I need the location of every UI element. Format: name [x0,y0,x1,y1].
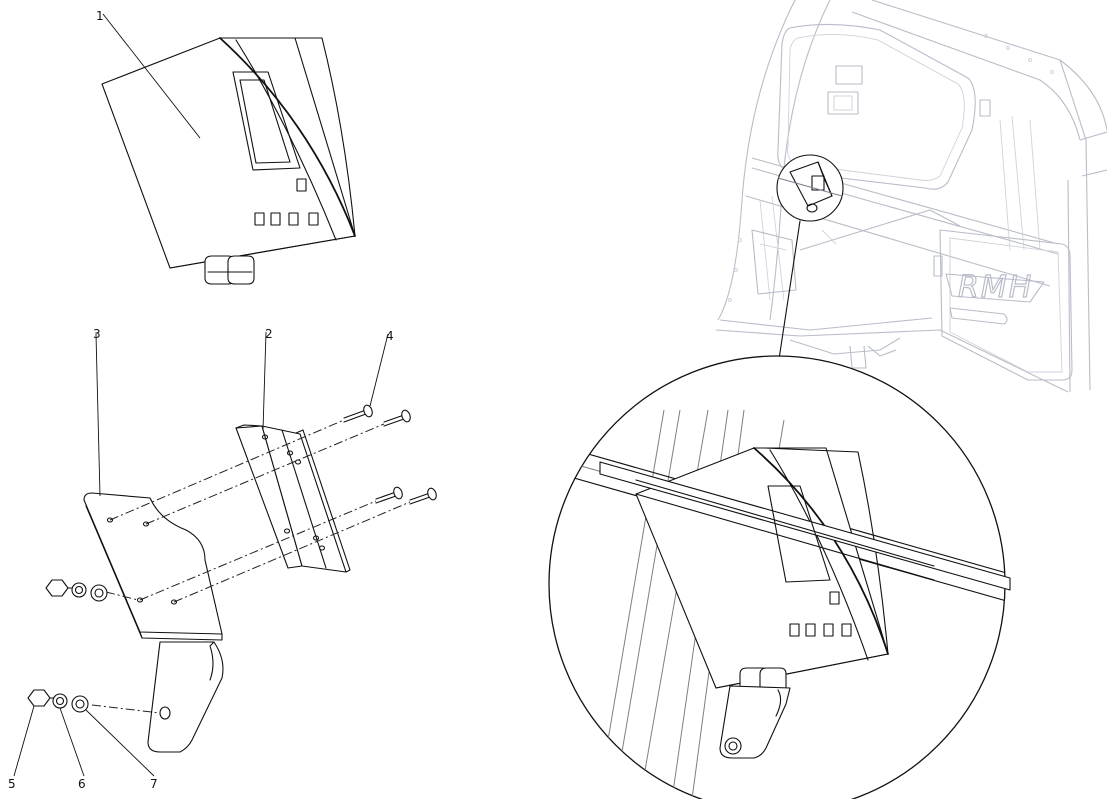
hardware-stack-lower [27,689,89,713]
part-label-3: 3 [93,327,101,341]
detail-callout-small [776,154,844,222]
part-label-1: 1 [96,9,104,23]
part-2-channel-bracket [235,424,351,573]
leader-lines [13,13,389,777]
cab-context-view: RMH [715,0,1107,393]
part-1-display-housing [101,37,356,285]
cab-rivets [728,34,1054,302]
part-6-lock-washer [52,693,68,709]
part-label-2: 2 [265,327,273,341]
part-labels: 1 2 3 4 5 6 7 [8,9,394,791]
detail-view-large [548,355,1011,799]
part-label-4: 4 [386,329,394,343]
part-label-6: 6 [78,777,86,791]
hardware-stack-upper [45,579,108,602]
part-7-flat-washer [71,695,89,713]
bolt-upper-b [383,409,411,427]
part-5-bolt-head [27,689,54,707]
bolt-lower-b [409,487,437,505]
part-3-mounting-plate [83,492,224,753]
assembly-dash-lines [91,419,411,714]
part-label-5: 5 [8,777,16,791]
cab-branding-text: RMH [958,270,1033,305]
bolt-lower-a [375,486,403,504]
part-4-bolts [343,404,437,505]
bolt-upper-a [343,404,373,423]
part-label-7: 7 [150,777,158,791]
